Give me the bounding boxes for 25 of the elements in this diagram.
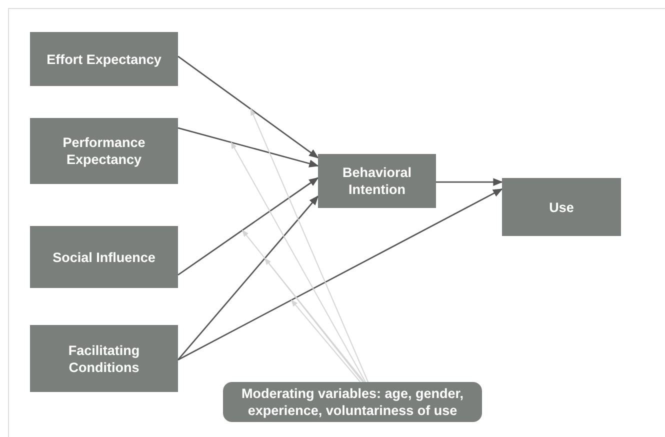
arrow [242, 230, 365, 382]
process-box [30, 325, 178, 392]
node-label: Performance Expectancy [62, 134, 146, 168]
note-box [223, 382, 482, 422]
arrow [290, 300, 361, 382]
node-label: Moderating variables: age, gender, experience, voluntariness of use [240, 385, 465, 419]
arrow [177, 195, 319, 360]
arrow [178, 127, 319, 168]
process-box [502, 178, 621, 236]
process-box [30, 226, 178, 288]
arrow [178, 177, 319, 276]
arrow [436, 178, 503, 186]
arrow [250, 108, 369, 382]
arrow [178, 56, 319, 158]
process-box [30, 32, 178, 86]
process-box [318, 154, 436, 208]
node-label: Use [549, 198, 574, 216]
node-label: Facilitating Conditions [67, 342, 141, 376]
node-label: Effort Expectancy [46, 50, 162, 68]
process-box [30, 118, 178, 184]
node-label: Social Influence [52, 248, 156, 266]
arrow [230, 142, 366, 382]
node-label: Behavioral Intention [341, 164, 413, 198]
arrow [178, 188, 503, 360]
arrow [264, 258, 364, 382]
